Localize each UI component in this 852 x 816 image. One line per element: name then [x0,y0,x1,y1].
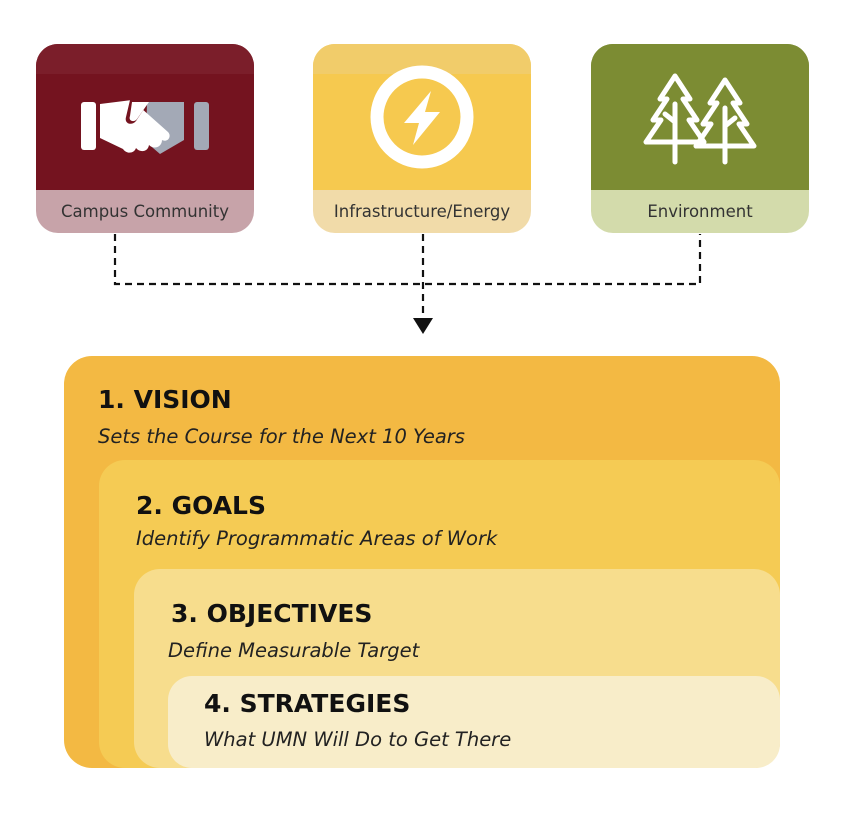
handshake-icon [81,100,209,154]
level-subtitle: Identify Programmatic Areas of Work [136,527,498,550]
level-title: 2. GOALS [136,491,266,520]
level-title: 3. OBJECTIVES [171,599,373,628]
card-icon-area [591,44,809,190]
card-label: Infrastructure/Energy [313,190,531,233]
card-label: Campus Community [36,190,254,233]
lightning-bolt-icon [370,65,474,169]
category-card-infrastructure-energy: Infrastructure/Energy [313,44,531,233]
card-label: Environment [591,190,809,233]
arrow-down-icon [413,318,433,334]
pine-trees-icon [643,73,757,165]
card-icon-area [313,44,531,190]
card-icon-area [36,44,254,190]
level-title: 4. STRATEGIES [204,689,411,718]
level-title: 1. VISION [98,385,232,414]
category-card-campus-community: Campus Community [36,44,254,233]
level-subtitle: What UMN Will Do to Get There [204,728,512,751]
level-strategies: 4. STRATEGIES What UMN Will Do to Get Th… [168,676,780,768]
level-subtitle: Sets the Course for the Next 10 Years [98,425,465,448]
level-subtitle: Define Measurable Target [168,639,420,662]
category-card-environment: Environment [591,44,809,233]
